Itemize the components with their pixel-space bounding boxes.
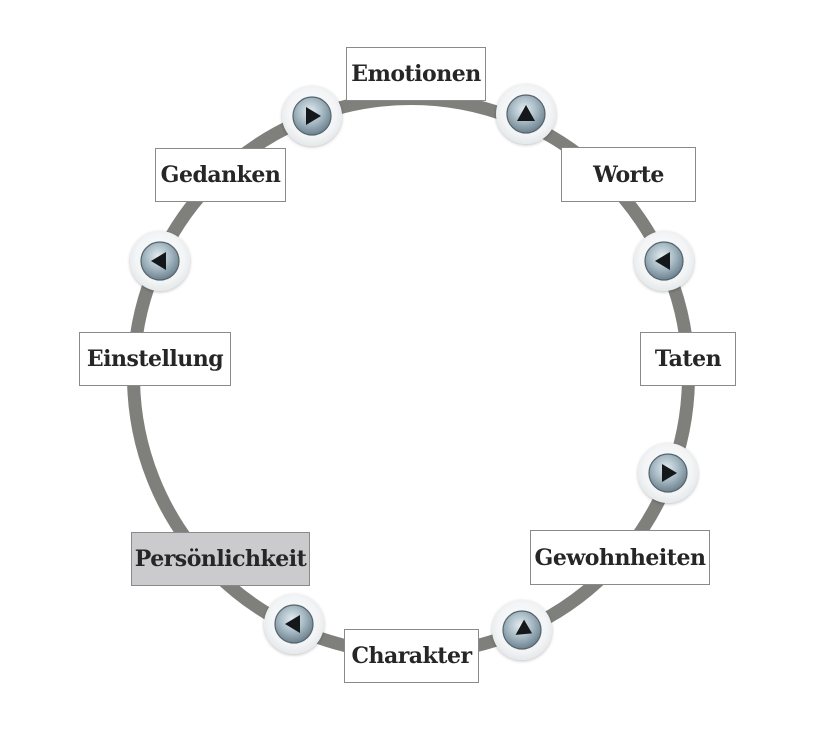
arrow-button-right-lower[interactable] — [638, 443, 698, 503]
label-gedanken: Gedanken — [155, 148, 286, 202]
play-up-left-icon — [502, 610, 542, 650]
label-charakter: Charakter — [344, 629, 479, 683]
label-emotionen: Emotionen — [346, 47, 486, 101]
play-right-icon — [648, 453, 688, 493]
label-taten: Taten — [640, 332, 736, 386]
label-persoenlichkeit: Persönlichkeit — [131, 532, 310, 586]
label-einstellung: Einstellung — [79, 332, 231, 386]
play-up-icon — [506, 94, 546, 134]
play-left-icon — [140, 241, 180, 281]
play-left-icon — [644, 241, 684, 281]
arrow-button-right-upper[interactable] — [634, 231, 694, 291]
play-left-icon — [274, 604, 314, 644]
label-gewohnheiten: Gewohnheiten — [530, 530, 710, 585]
play-right-icon — [292, 96, 332, 136]
arrow-button-left-upper[interactable] — [130, 231, 190, 291]
arrow-button-top-right[interactable] — [496, 84, 556, 144]
arrow-button-top-left[interactable] — [282, 86, 342, 146]
label-worte: Worte — [561, 147, 696, 202]
arrow-button-bottom-right[interactable] — [492, 600, 552, 660]
arrow-button-bottom-left[interactable] — [264, 594, 324, 654]
